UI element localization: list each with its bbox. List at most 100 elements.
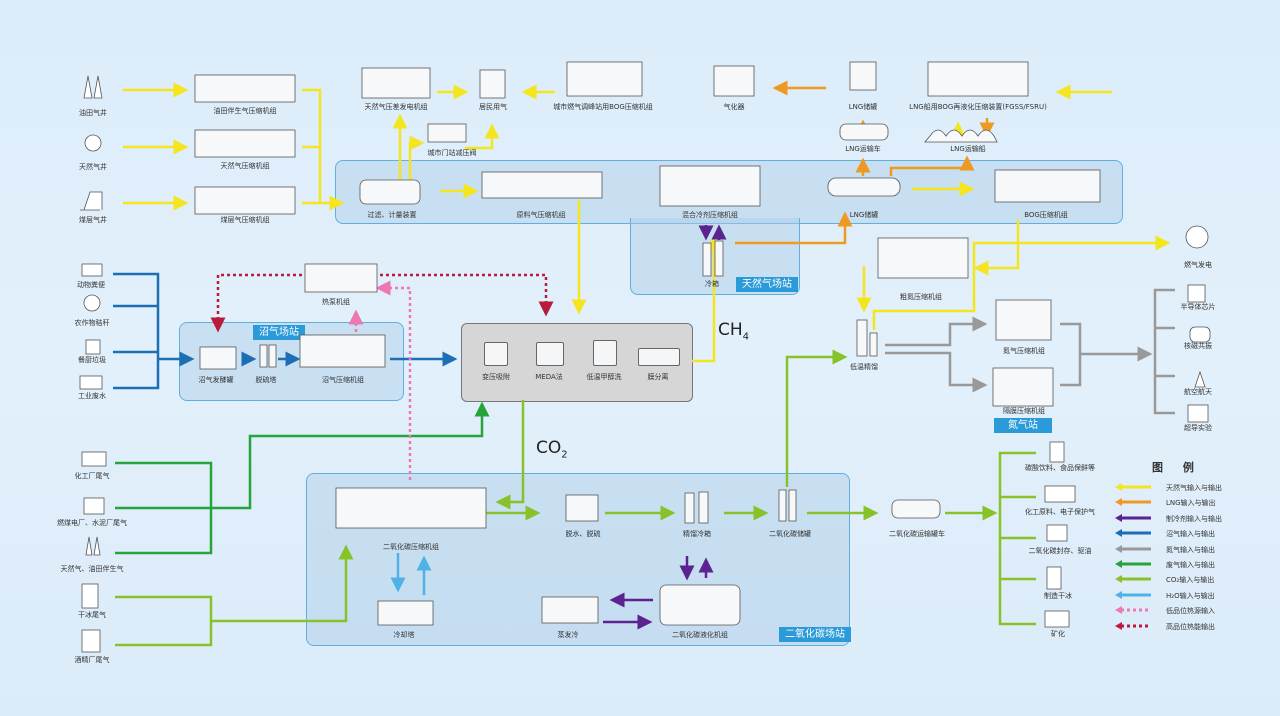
dehydrate-label: 脱水、脱硫 <box>565 530 601 538</box>
vaporizer-label: 气化器 <box>723 103 745 111</box>
oil-platform-icon <box>1046 524 1068 542</box>
co2-truck-label: 二氧化碳运输罐车 <box>889 530 945 538</box>
co2-station-tag: 二氧化碳场站 <box>779 627 851 642</box>
city-gate-valve-icon <box>427 123 467 143</box>
wellhead-icon <box>84 134 102 152</box>
meda-icon <box>536 342 564 366</box>
cold-box-icon <box>702 242 712 277</box>
crude-nitrogen-compressor-icon <box>877 237 969 279</box>
evaporative-cooler-icon <box>541 596 599 624</box>
cryo-label: 低温精馏 <box>850 363 878 371</box>
biogas-compressor-label: 沼气压缩机组 <box>322 376 364 384</box>
n2-use-label: 超导实验 <box>1184 424 1212 432</box>
liquefier-label: 二氧化碳液化机组 <box>672 631 728 639</box>
compressor-label: 煤层气压缩机组 <box>220 216 270 224</box>
legend-item-label: 沼气输入与输出 <box>1166 530 1215 539</box>
legend-item-label: 废气输入与输出 <box>1166 561 1215 569</box>
lng-tank-label: LNG储罐 <box>849 211 879 219</box>
lng-storage-tank-icon <box>827 177 901 197</box>
legend-arrow-icon <box>1115 483 1151 491</box>
legend-arrow-icon <box>1115 590 1151 599</box>
heat-pump-label: 热泵机组 <box>322 298 350 306</box>
legend-arrow-icon <box>1115 560 1151 568</box>
source-label: 天然气井 <box>79 163 107 171</box>
derrick-icon <box>85 536 101 556</box>
cooling-tower-icon <box>377 600 434 626</box>
n2-use-label: 半导体芯片 <box>1180 303 1216 311</box>
source-label: 油田气井 <box>79 109 107 117</box>
chip-icon <box>1187 284 1206 303</box>
rocket-icon <box>1194 370 1206 388</box>
source-icons <box>79 75 1211 653</box>
co2-compressor-label: 二氧化碳压缩机组 <box>383 543 439 551</box>
biomass-label: 工业废水 <box>78 392 106 400</box>
waste-gas-flows <box>115 404 482 555</box>
legend-item-label: 天然气输入与输出 <box>1166 484 1222 492</box>
straw-icon <box>83 294 101 312</box>
distill-column-icon <box>684 492 695 524</box>
nitrogen-compressor-icon <box>995 299 1052 341</box>
lng-truck-icon <box>839 123 889 141</box>
cooling-tower-stack-icon <box>83 497 105 515</box>
cow-icon <box>81 263 103 277</box>
chemical-icon <box>1044 485 1076 503</box>
separation-item-rectisol: 低温甲醇洗 <box>586 373 622 381</box>
psa-icon <box>484 342 508 366</box>
biomass-label: 餐厨垃圾 <box>78 356 106 364</box>
gas-turbine-icon <box>1185 225 1209 249</box>
filter-label: 过滤、计量装置 <box>367 211 417 219</box>
generator-icon <box>361 67 431 99</box>
diaphragm-compressor-icon <box>992 367 1054 407</box>
co2-use-label: 制造干冰 <box>1044 592 1072 600</box>
lng-tank-icon <box>849 61 877 91</box>
compressor-label: 油田伴生气压缩机组 <box>213 107 277 115</box>
mineral-icon <box>1044 610 1070 628</box>
bog-compressor-icon <box>994 169 1101 203</box>
n2-compressor-label: 氮气压缩机组 <box>1003 347 1045 355</box>
feed-compressor-icon <box>481 171 603 199</box>
biomass-label: 动物粪便 <box>77 281 105 289</box>
lng-truck-label: LNG运输车 <box>845 145 881 153</box>
biogas-flows <box>113 272 458 390</box>
legend-title: 图 例 <box>1152 461 1202 474</box>
digester-label: 沼气发酵罐 <box>198 376 234 384</box>
separation-item-psa: 变压吸附 <box>482 373 510 381</box>
cold-box-icon-2 <box>714 240 724 277</box>
co2-label: CO2 <box>536 438 568 461</box>
refrigerant-flows <box>603 224 727 630</box>
membrane-icon <box>638 348 680 366</box>
legend-arrow-icon <box>1115 513 1151 522</box>
waste-gas-label: 化工厂尾气 <box>74 472 110 480</box>
biogas-compressor-icon <box>299 334 386 368</box>
legend-item-label: 高品位热能输出 <box>1166 622 1215 631</box>
co2-storage-label: 二氧化碳储罐 <box>769 530 811 538</box>
cold-box-label: 冷箱 <box>705 280 719 288</box>
rectisol-icon <box>593 340 617 366</box>
legend-arrow-icon <box>1115 621 1151 630</box>
co2-compressor-icon <box>335 487 487 529</box>
residential-building-icon <box>479 69 506 99</box>
high-heat-flows <box>210 273 554 333</box>
nitrogen-station-tag: 氮气站 <box>994 418 1052 433</box>
source-label: 煤层气井 <box>79 216 107 224</box>
city-gate-label: 城市门站减压阀 <box>427 149 477 157</box>
distillery-icon <box>81 629 101 653</box>
lng-ship-label: LNG运输船 <box>950 145 986 153</box>
bog-compressor-label: BOG压缩机组 <box>1024 211 1068 219</box>
legend-item-label: LNG输入与输出 <box>1166 499 1216 508</box>
co2-storage-icon <box>778 489 787 522</box>
crude-n2-compressor-label: 粗氮压缩机组 <box>900 293 942 301</box>
trash-bin-icon <box>85 339 101 355</box>
lng-flows <box>735 80 995 245</box>
fgss-icon <box>927 61 1029 97</box>
low-heat-flows <box>348 280 412 480</box>
natural-gas-station-tag: 天然气场站 <box>736 277 798 292</box>
mr-compressor-icon <box>659 165 761 207</box>
equipment-glyphs <box>194 61 1101 626</box>
legend-item-label: 氮气输入与输出 <box>1166 545 1215 554</box>
nitrogen-flows <box>885 288 1175 415</box>
biogas-station-tag: 沼气场站 <box>253 325 305 340</box>
legend-item-label: 制冷剂输入与输出 <box>1166 514 1222 523</box>
legend-item-label: H₂O输入与输出 <box>1166 591 1215 600</box>
filter-meter-icon <box>359 179 421 205</box>
